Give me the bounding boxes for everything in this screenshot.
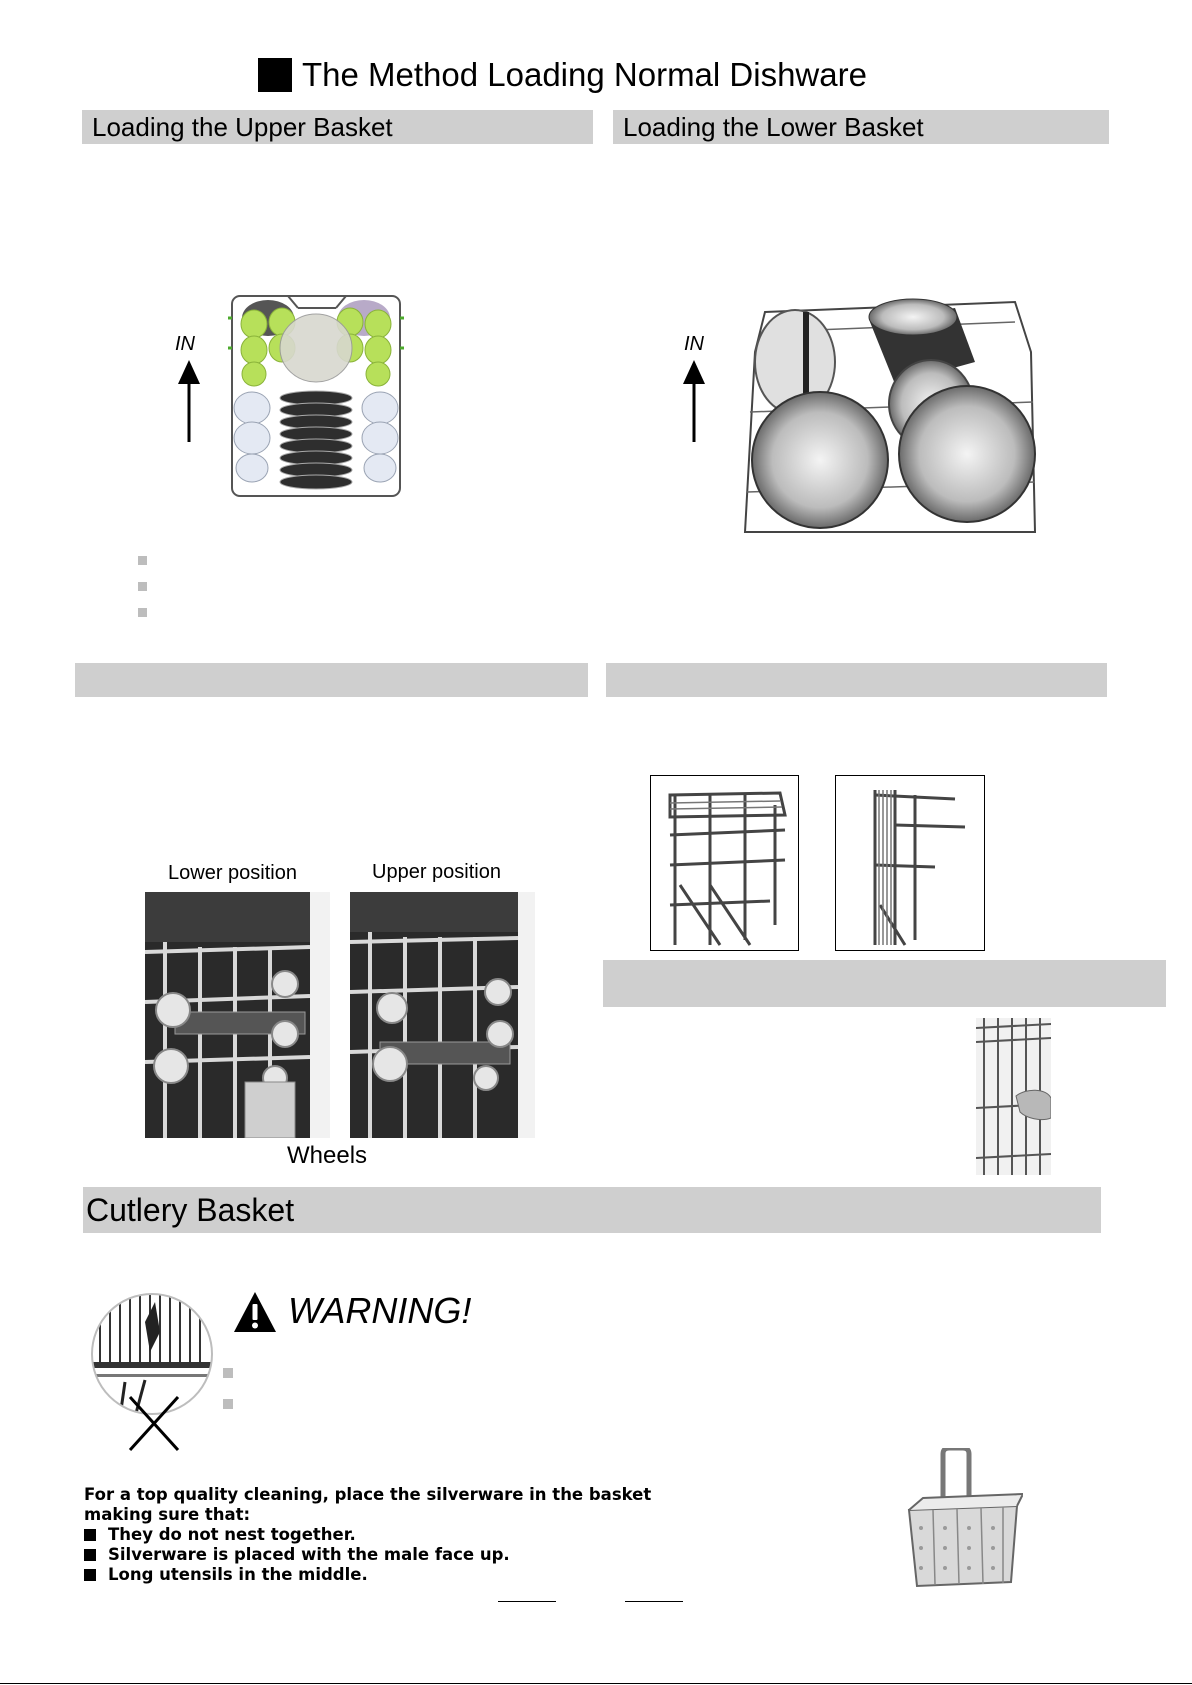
rack-handle-photo (976, 1018, 1051, 1175)
cutlery-intro-line1: For a top quality cleaning, place the si… (84, 1485, 652, 1504)
cutlery-basket-header: Cutlery Basket (83, 1187, 1101, 1233)
lower-basket-heading: Loading the Lower Basket (623, 112, 924, 142)
underline-1 (498, 1601, 556, 1602)
page-title: The Method Loading Normal Dishware (258, 55, 867, 95)
upper-bullet-2-icon (138, 582, 147, 591)
upper-bullet-3-icon (138, 608, 147, 617)
list-item: Long utensils in the middle. (84, 1565, 651, 1585)
list-bullet-icon (84, 1569, 96, 1581)
rack-handle-header (603, 960, 1166, 1007)
warning-bullet-2-icon (223, 1399, 233, 1409)
list-item: Silverware is placed with the male face … (84, 1545, 651, 1565)
lower-in-label: IN (684, 333, 704, 355)
folding-racks-header (606, 663, 1107, 697)
list-item: They do not nest together. (84, 1525, 651, 1545)
cutlery-instructions: For a top quality cleaning, place the si… (84, 1485, 651, 1585)
upper-in-label: IN (175, 333, 195, 355)
upper-bullet-1-icon (138, 556, 147, 565)
cutlery-basket-illustration (907, 1448, 1023, 1588)
lower-in-arrow-icon (683, 360, 705, 442)
list-bullet-icon (84, 1529, 96, 1541)
lower-position-label: Lower position (168, 862, 297, 884)
warning-text: WARNING! (288, 1290, 472, 1331)
upper-in-arrow-icon (178, 360, 200, 442)
adjust-upper-basket-header (75, 663, 588, 697)
lower-basket-header: Loading the Lower Basket (613, 110, 1109, 144)
upper-basket-heading: Loading the Upper Basket (92, 112, 393, 142)
warning-bullet-1-icon (223, 1368, 233, 1378)
upper-position-label: Upper position (372, 861, 501, 883)
list-bullet-icon (84, 1549, 96, 1561)
underline-2 (625, 1601, 683, 1602)
cutlery-warning-illustration (91, 1293, 213, 1452)
page-bottom-rule (0, 1683, 1192, 1684)
lower-position-photo (145, 892, 330, 1138)
upper-position-photo (350, 892, 535, 1138)
upper-basket-header: Loading the Upper Basket (82, 110, 593, 144)
cutlery-intro-line2: making sure that: (84, 1505, 251, 1524)
lower-basket-illustration (743, 298, 1037, 533)
page-title-text: The Method Loading Normal Dishware (302, 56, 867, 93)
title-square-icon (258, 58, 292, 92)
wheels-label: Wheels (287, 1142, 368, 1169)
upper-basket-illustration (228, 295, 404, 497)
cutlery-basket-heading: Cutlery Basket (86, 1192, 295, 1228)
folding-rack-up-photo (835, 775, 985, 951)
warning-triangle-icon (234, 1292, 276, 1332)
folding-rack-down-photo (650, 775, 799, 951)
